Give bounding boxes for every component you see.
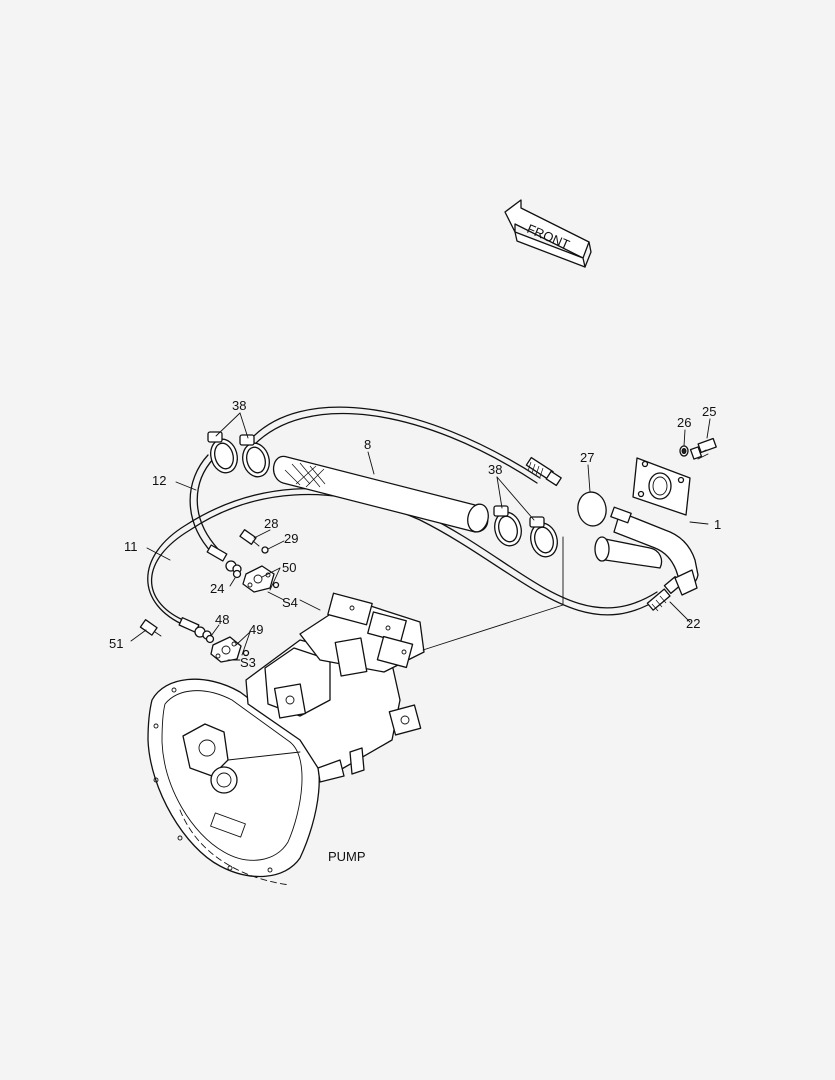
label-s3: S3 (240, 655, 256, 670)
o-ring-27 (577, 491, 607, 527)
label-25: 25 (702, 404, 716, 419)
label-11: 11 (124, 539, 138, 554)
label-22: 22 (686, 616, 700, 631)
label-38-upper: 38 (232, 398, 246, 413)
label-1: 1 (714, 517, 721, 532)
label-51: 51 (109, 636, 123, 651)
clamp-38-upper (207, 431, 270, 478)
label-29: 29 (284, 531, 298, 546)
hose-12 (189, 406, 562, 574)
fitting-s4 (232, 529, 280, 593)
part-labels: 38 8 38 27 26 25 1 22 12 11 28 29 24 50 … (109, 398, 721, 864)
leader-lines (130, 412, 711, 661)
label-48: 48 (215, 612, 229, 627)
label-s4: S4 (282, 595, 298, 610)
pipe-1 (594, 457, 699, 596)
label-28: 28 (264, 516, 278, 531)
pump-assembly (147, 592, 425, 886)
fitting-s3 (139, 619, 250, 663)
label-12: 12 (152, 473, 166, 488)
label-24: 24 (210, 581, 224, 596)
label-49: 49 (249, 622, 263, 637)
label-27: 27 (580, 450, 594, 465)
label-50: 50 (282, 560, 296, 575)
pump-label: PUMP (328, 849, 366, 864)
label-26: 26 (677, 415, 691, 430)
label-38-right: 38 (488, 462, 502, 477)
washer-26 (679, 445, 689, 457)
clamp-38-right (493, 505, 558, 558)
tube-8 (273, 455, 489, 533)
front-direction-arrow: FRONT (504, 199, 592, 268)
label-8: 8 (364, 437, 371, 452)
bolt-25 (689, 437, 717, 460)
